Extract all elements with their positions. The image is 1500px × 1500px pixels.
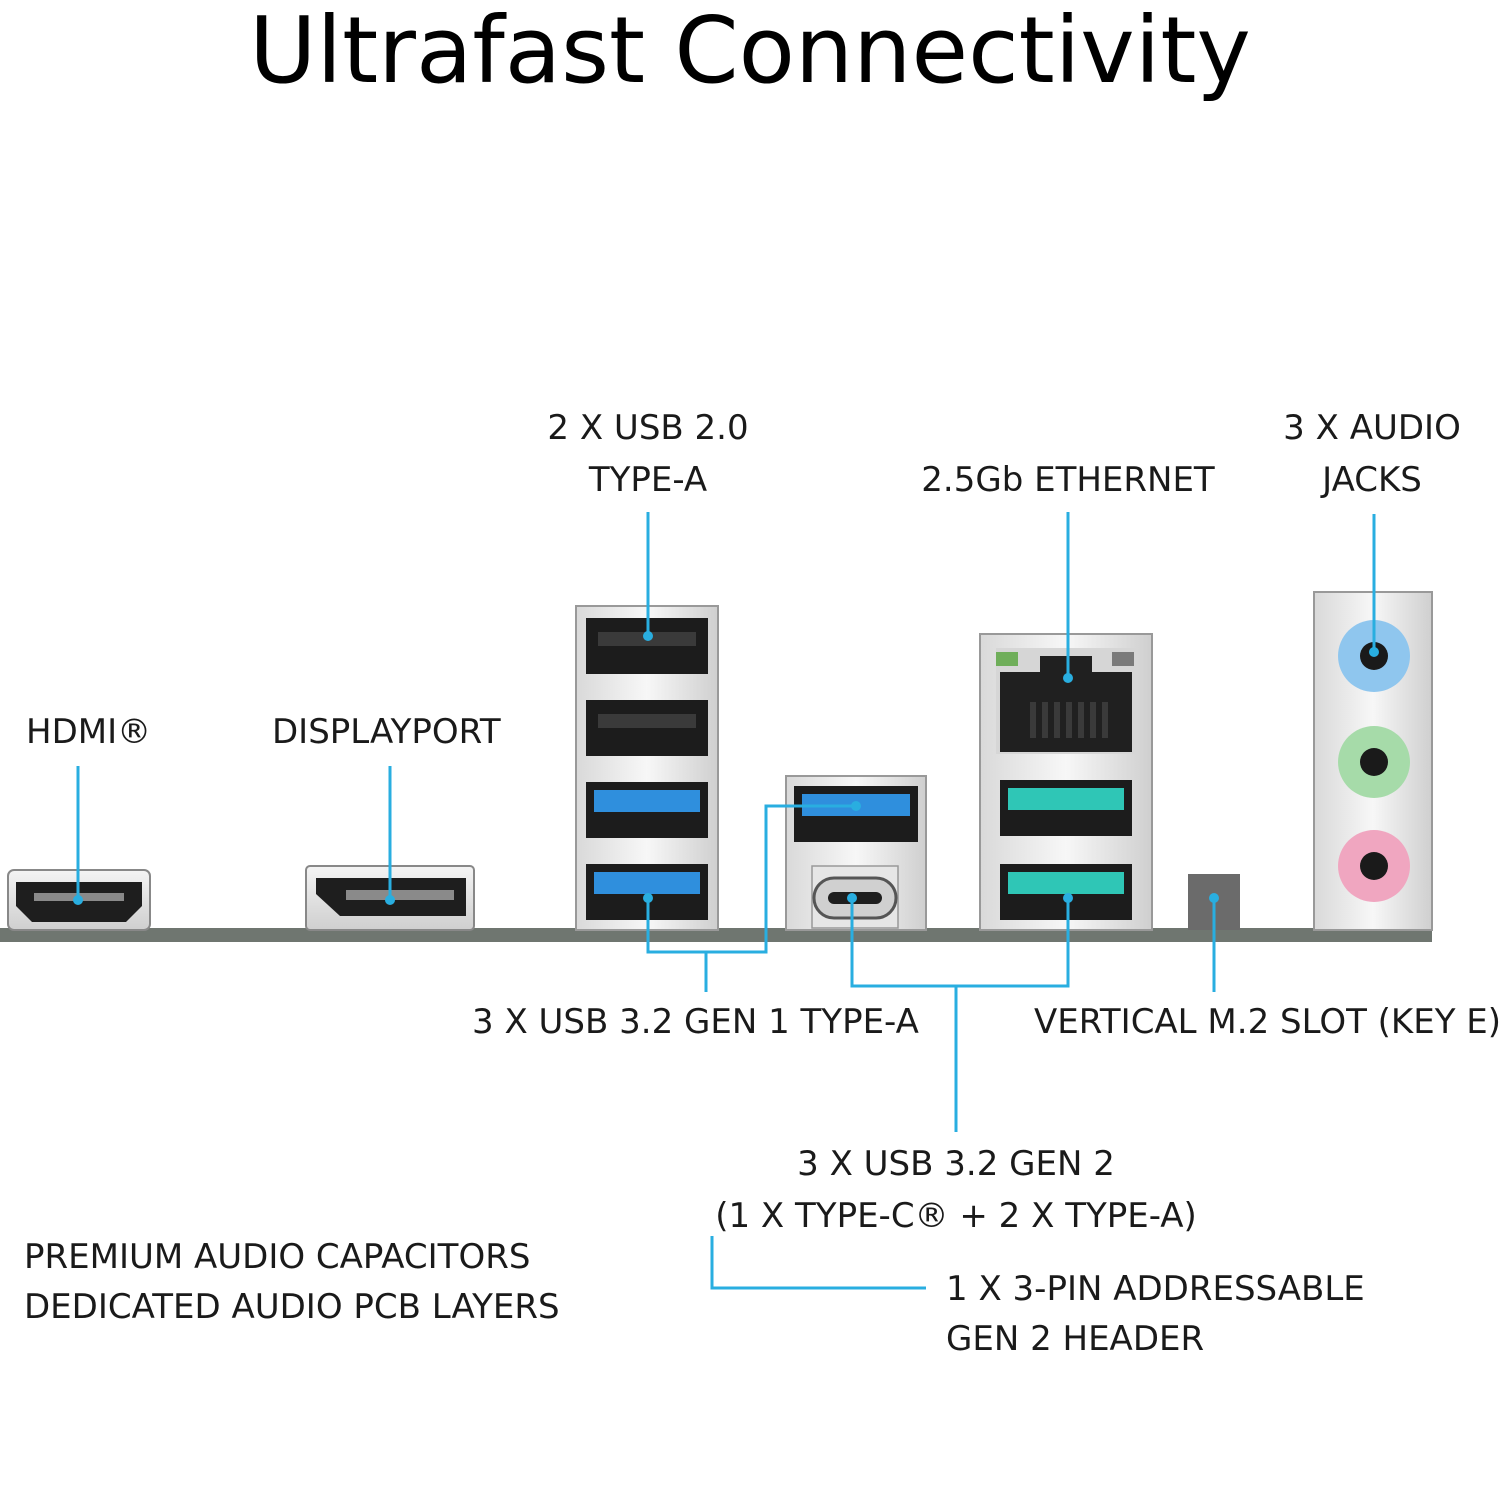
- page-title: Ultrafast Connectivity: [249, 0, 1251, 104]
- callout-lines: [76, 512, 1376, 1290]
- audio-features-label: PREMIUM AUDIO CAPACITORS DEDICATED AUDIO…: [24, 1237, 560, 1327]
- usb-a-port-icon: [586, 782, 708, 838]
- usb32-gen1-label: 3 X USB 3.2 GEN 1 TYPE-A: [472, 1002, 919, 1042]
- audio-jack-icon: [1338, 726, 1410, 798]
- usb-a-port-icon: [1000, 780, 1132, 836]
- ethernet-label: 2.5Gb ETHERNET: [921, 460, 1215, 500]
- usb-a-port-icon: [794, 786, 918, 842]
- callout-dots: [73, 631, 1379, 905]
- rj45-port-icon: [996, 648, 1136, 754]
- usb32-gen2-label: 3 X USB 3.2 GEN 2 (1 X TYPE-C® + 2 X TYP…: [715, 1144, 1197, 1236]
- usb-a-port-icon: [586, 700, 708, 756]
- argb-header-label: 1 X 3-PIN ADDRESSABLE GEN 2 HEADER: [946, 1269, 1365, 1359]
- usb-stack-left: [575, 605, 719, 931]
- audio-jack-icon: [1338, 830, 1410, 902]
- hdmi-label: HDMI®: [26, 712, 152, 752]
- usb-c-block: [785, 775, 927, 931]
- pcb-board: [0, 928, 1432, 942]
- ethernet-usb-block: [979, 633, 1153, 931]
- usb-a-port-icon: [1000, 864, 1132, 920]
- displayport-label: DISPLAYPORT: [272, 712, 501, 752]
- m2-slot-label: VERTICAL M.2 SLOT (KEY E): [1034, 1002, 1500, 1042]
- audio-jacks-label: 3 X AUDIO JACKS: [1283, 408, 1461, 500]
- usb20-label: 2 X USB 2.0 TYPE-A: [547, 408, 749, 500]
